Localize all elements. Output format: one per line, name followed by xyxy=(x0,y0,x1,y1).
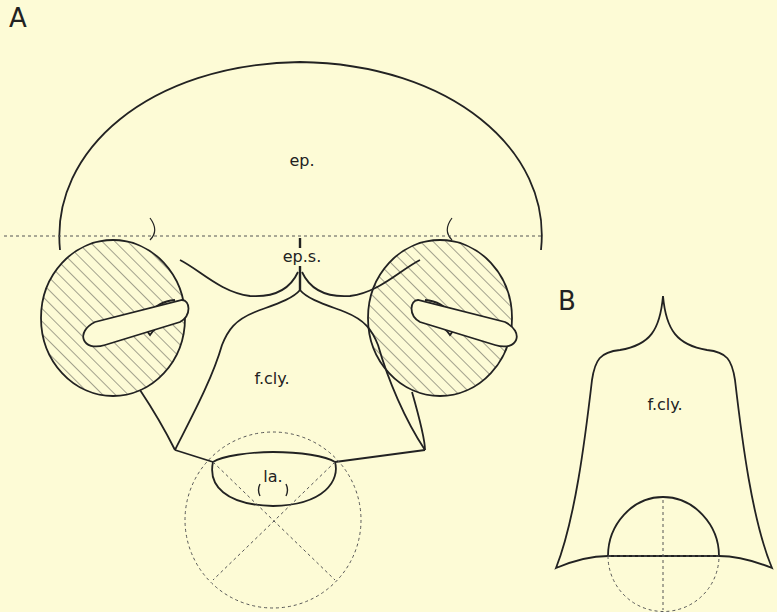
figure-letter: B xyxy=(558,288,576,314)
part-name: ep.s. xyxy=(281,248,324,266)
part-name: f.cly. xyxy=(645,396,684,414)
figure-letter: A xyxy=(9,5,27,31)
part-name: ep. xyxy=(287,152,316,170)
part-name: f.cly. xyxy=(252,370,291,388)
part-name: la. xyxy=(261,468,284,486)
